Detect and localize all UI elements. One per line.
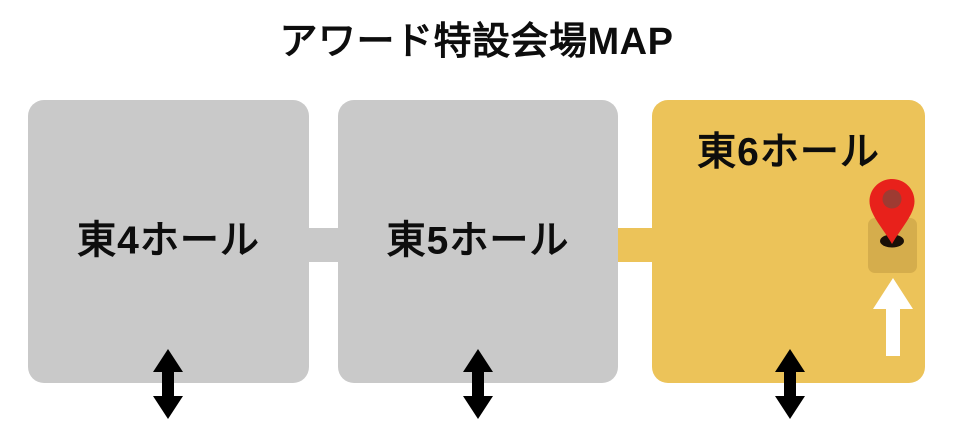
hall-east4-label: 東4ホール <box>77 219 260 263</box>
connector-east4-east5 <box>303 228 343 262</box>
entrance-arrow-east6 <box>772 348 808 420</box>
hall-east5-label: 東5ホール <box>386 219 570 263</box>
entrance-arrow-east4 <box>150 348 186 420</box>
hall-east6-label: 東6ホール <box>697 131 880 174</box>
page-title: アワード特設会場MAP <box>279 21 674 63</box>
entrance-arrow-east5 <box>460 348 496 420</box>
arrow-up-icon <box>872 276 914 358</box>
hall-east4[interactable]: 東4ホール <box>28 100 309 383</box>
map-pin-icon[interactable] <box>866 176 918 248</box>
connector-east5-east6 <box>613 228 657 262</box>
hall-east5[interactable]: 東5ホール <box>338 100 618 383</box>
